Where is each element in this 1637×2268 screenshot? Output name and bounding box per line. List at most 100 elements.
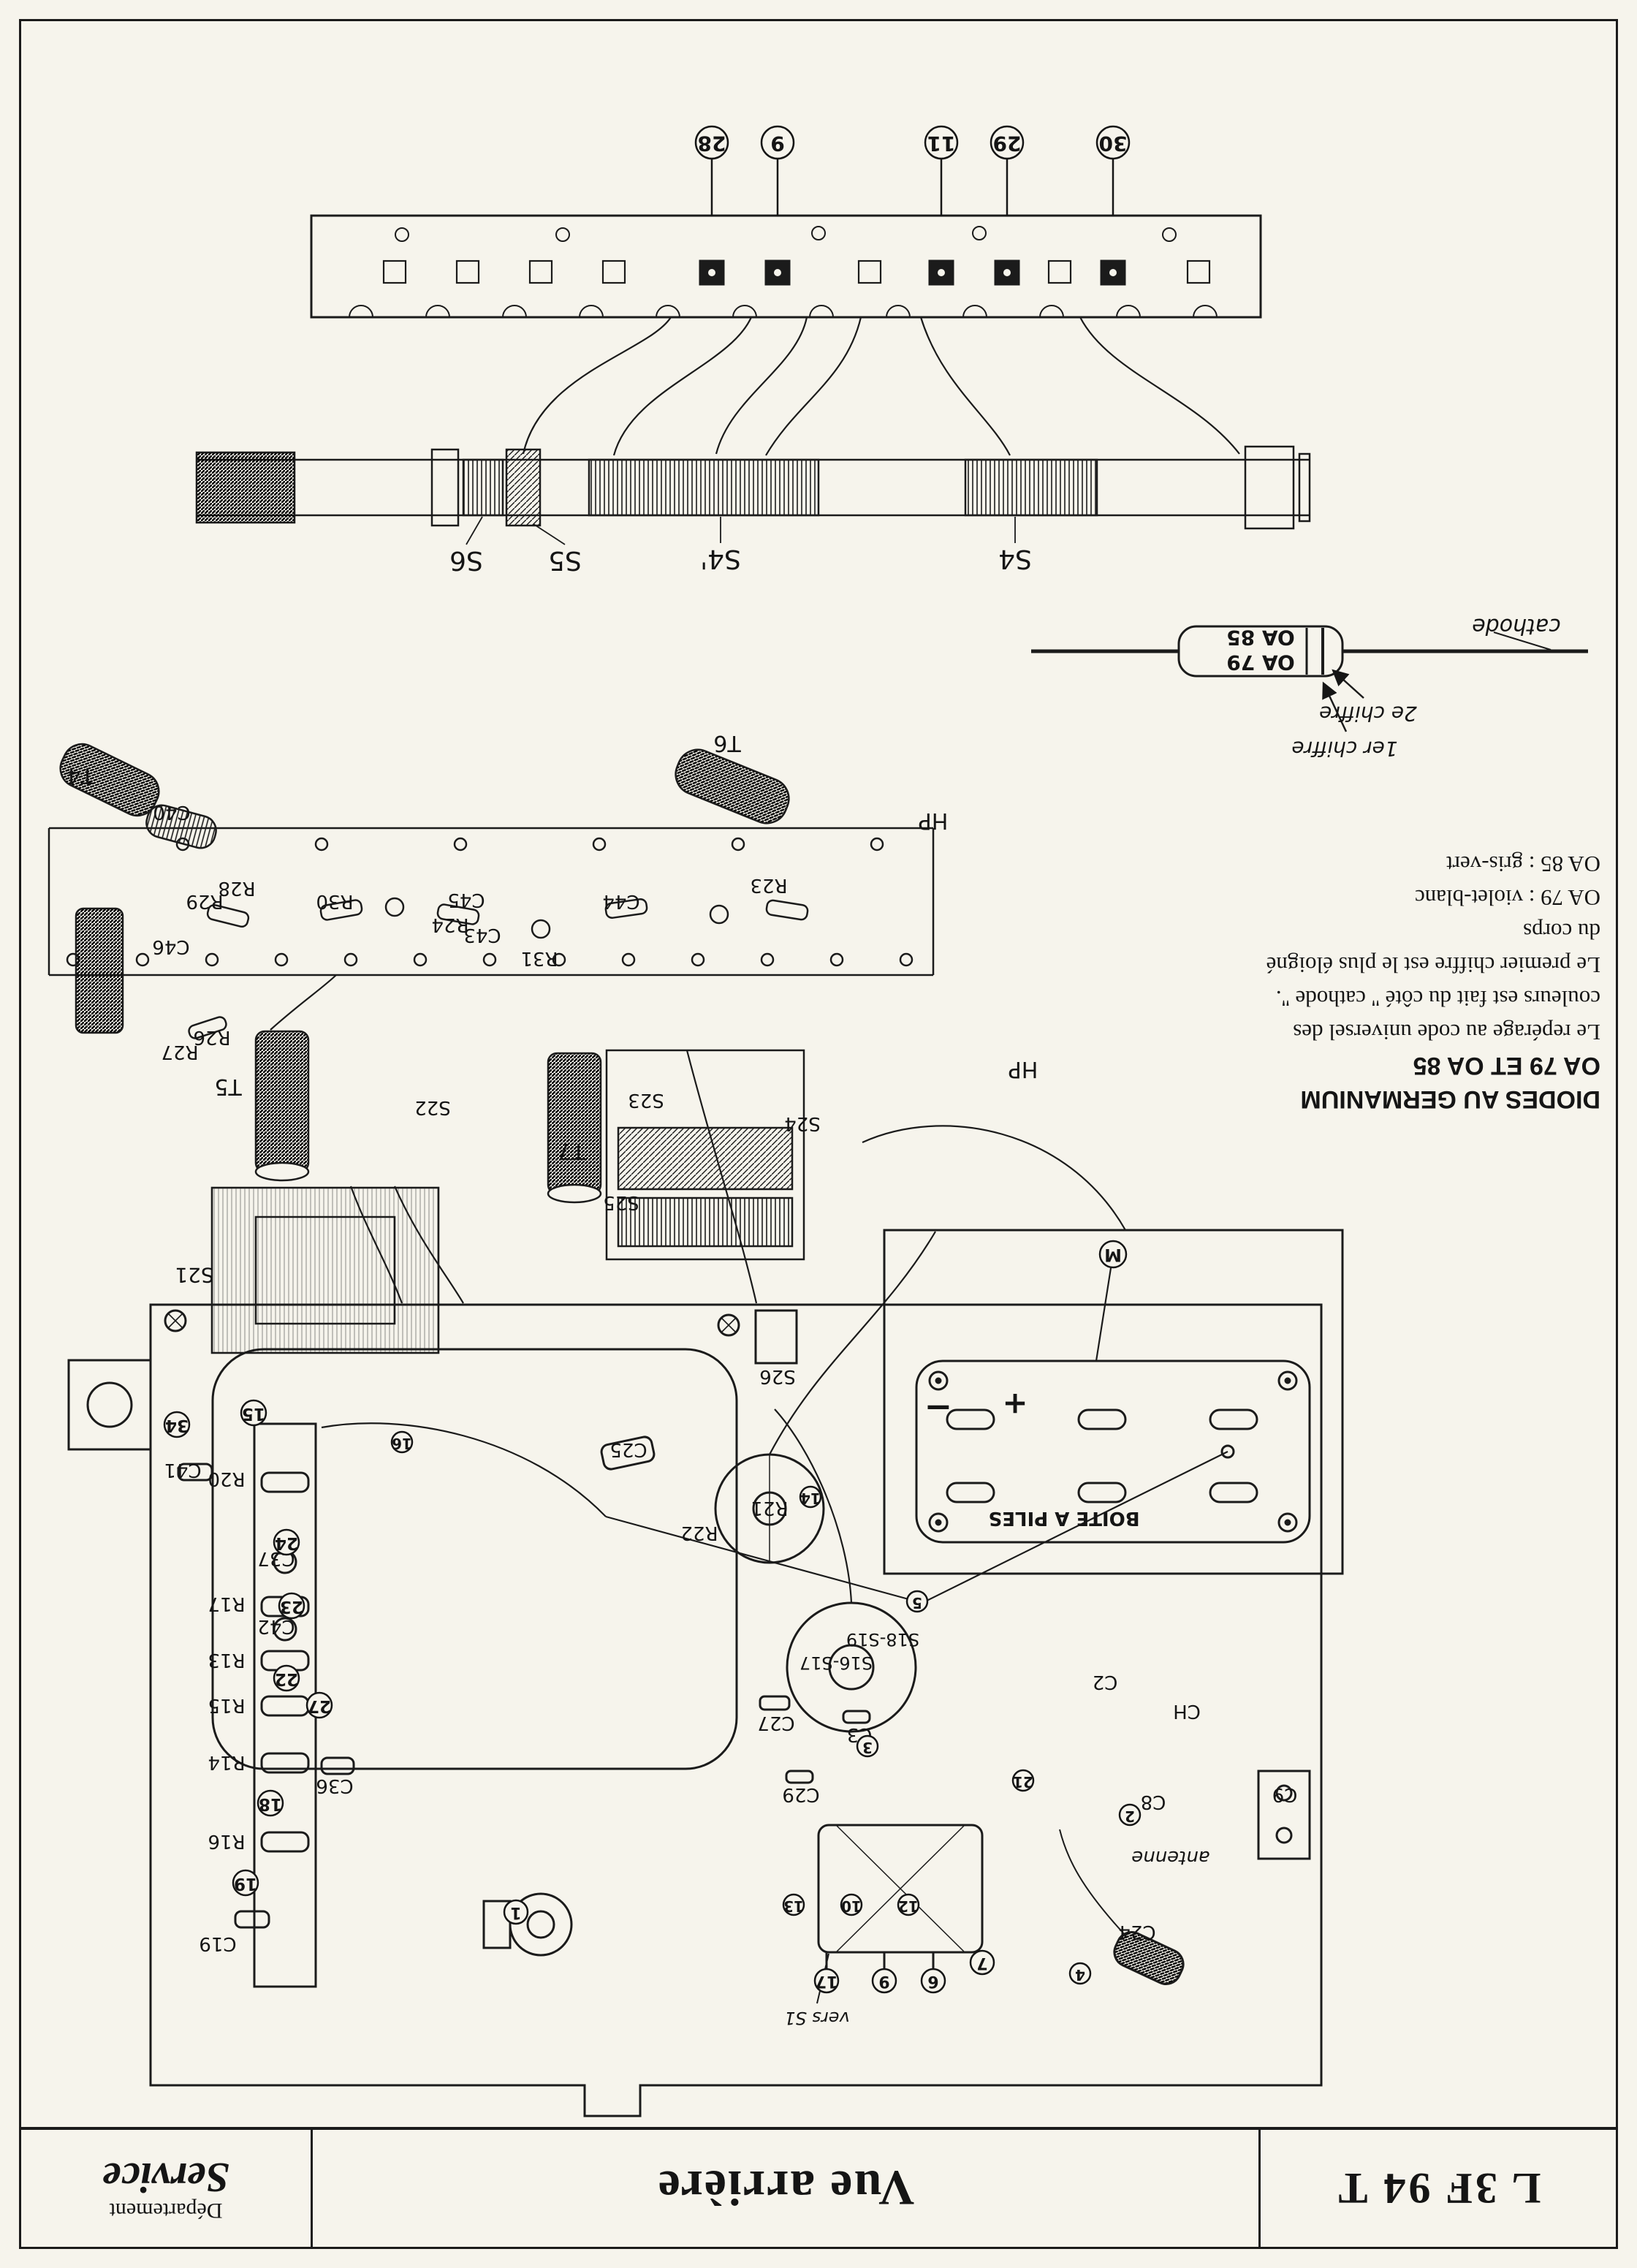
callout-number: 28 [698,132,726,156]
component-label: S25 [603,1191,639,1213]
battery-box [883,1229,1344,1575]
component-label: R21 [751,1497,788,1519]
callout-circle [760,125,795,160]
callout-number: 3 [862,1739,873,1756]
callout-number: M [1104,1245,1122,1265]
component-label: BOITE A PILES [988,1507,1139,1529]
component-label: S22 [414,1096,451,1118]
component-label: R26 [193,1026,230,1048]
component-label: R15 [208,1694,245,1716]
component-label: S23 [628,1089,664,1111]
component-label: C19 [199,1933,236,1954]
callout-circle [1118,1803,1142,1827]
component-label: C41 [164,1459,201,1481]
callout-number: 14 [800,1490,821,1507]
callout-number: 21 [1013,1773,1033,1791]
component-label: R20 [208,1468,245,1490]
component-label: R28 [218,877,255,899]
callout-number: 9 [770,132,784,156]
callout-circle [905,1590,929,1613]
callout-circle [503,1899,529,1925]
component-label: vers S1 [784,2008,849,2028]
callout-circle [1098,1240,1128,1269]
callout-number: 17 [816,1972,838,1990]
component-label: C29 [782,1783,819,1805]
callout-circle [390,1430,414,1454]
callout-number: 24 [275,1533,298,1552]
component-label: C8 [1141,1791,1166,1813]
component-label: R27 [161,1041,198,1063]
diode-second-digit-label: 2e chiffre [1319,702,1417,726]
callout-circle [799,1485,822,1509]
callout-number: 1 [510,1903,521,1922]
chassis-outline [67,1303,1323,2117]
callout-number: 18 [259,1794,282,1813]
callout-number: 11 [927,132,956,156]
component-label: R30 [316,890,353,912]
callout-circle [163,1411,191,1438]
callout-number: 4 [1075,1966,1085,1984]
component-label: S18-S19 [846,1629,919,1650]
component-label: R23 [750,874,787,896]
component-label: S4' [700,544,741,574]
component-label: R31 [520,947,558,969]
component-label: C44 [602,890,639,912]
component-label: S24 [784,1112,821,1134]
component-label: C27 [757,1712,794,1734]
callout-circle [278,1592,305,1620]
component-label: R24 [431,914,468,936]
component-label: HP [1009,1056,1038,1082]
callout-number: 16 [392,1435,412,1452]
diode-figure-text: OA 79 OA 85 1er chiffre 2e chiffre catho… [1226,613,1560,761]
component-label: CH [1173,1700,1201,1722]
callout-number: 9 [878,1972,889,1990]
callout-circle [969,1949,995,1976]
diode-figure [1031,625,1588,732]
component-label: C9 [1272,1783,1298,1805]
component-label: R14 [208,1751,245,1773]
callout-number: 5 [912,1594,922,1612]
callout-number: 29 [993,132,1022,156]
callout-circle [871,1968,897,1994]
callout-circle [1011,1769,1035,1792]
ferrite-antenna-rod [195,445,1311,545]
callout-number: 23 [280,1597,303,1616]
diode-body-type-2: OA 85 [1226,626,1294,650]
callout-circle [920,1968,946,1994]
diode-first-digit-label: 1er chiffre [1291,737,1397,761]
component-label: S16-S17 [799,1653,873,1673]
component-label: R13 [208,1649,245,1671]
chassis-mounting-strip [310,214,1262,319]
callout-number: 15 [242,1404,265,1423]
callout-number: 19 [234,1874,257,1893]
component-label: S21 [175,1263,213,1287]
callout-circle [1068,1962,1092,1985]
callout-circle [273,1664,300,1692]
diode-body-type-1: OA 79 [1226,651,1294,675]
component-board [48,743,935,1354]
component-label: T5 [214,1074,242,1099]
callout-number: 12 [898,1897,919,1915]
component-label: T7 [558,1138,585,1164]
component-label: C36 [316,1775,353,1797]
callout-number: 34 [165,1416,189,1435]
callout-number: 22 [275,1669,298,1688]
callout-circle [240,1399,267,1427]
callout-number: 30 [1099,132,1128,156]
component-label: − [924,1389,953,1428]
callout-circle [1095,125,1131,160]
callout-circle [273,1528,300,1556]
component-label: + [1002,1387,1028,1422]
component-label: R17 [208,1593,245,1615]
callout-number: 7 [976,1954,987,1972]
component-label: S26 [759,1365,796,1387]
component-label: C24 [1118,1921,1155,1943]
component-label: C46 [152,936,189,957]
callout-circle [694,125,729,160]
callout-circle [840,1893,863,1916]
callout-circle [924,125,959,160]
callout-number: 27 [308,1696,331,1715]
